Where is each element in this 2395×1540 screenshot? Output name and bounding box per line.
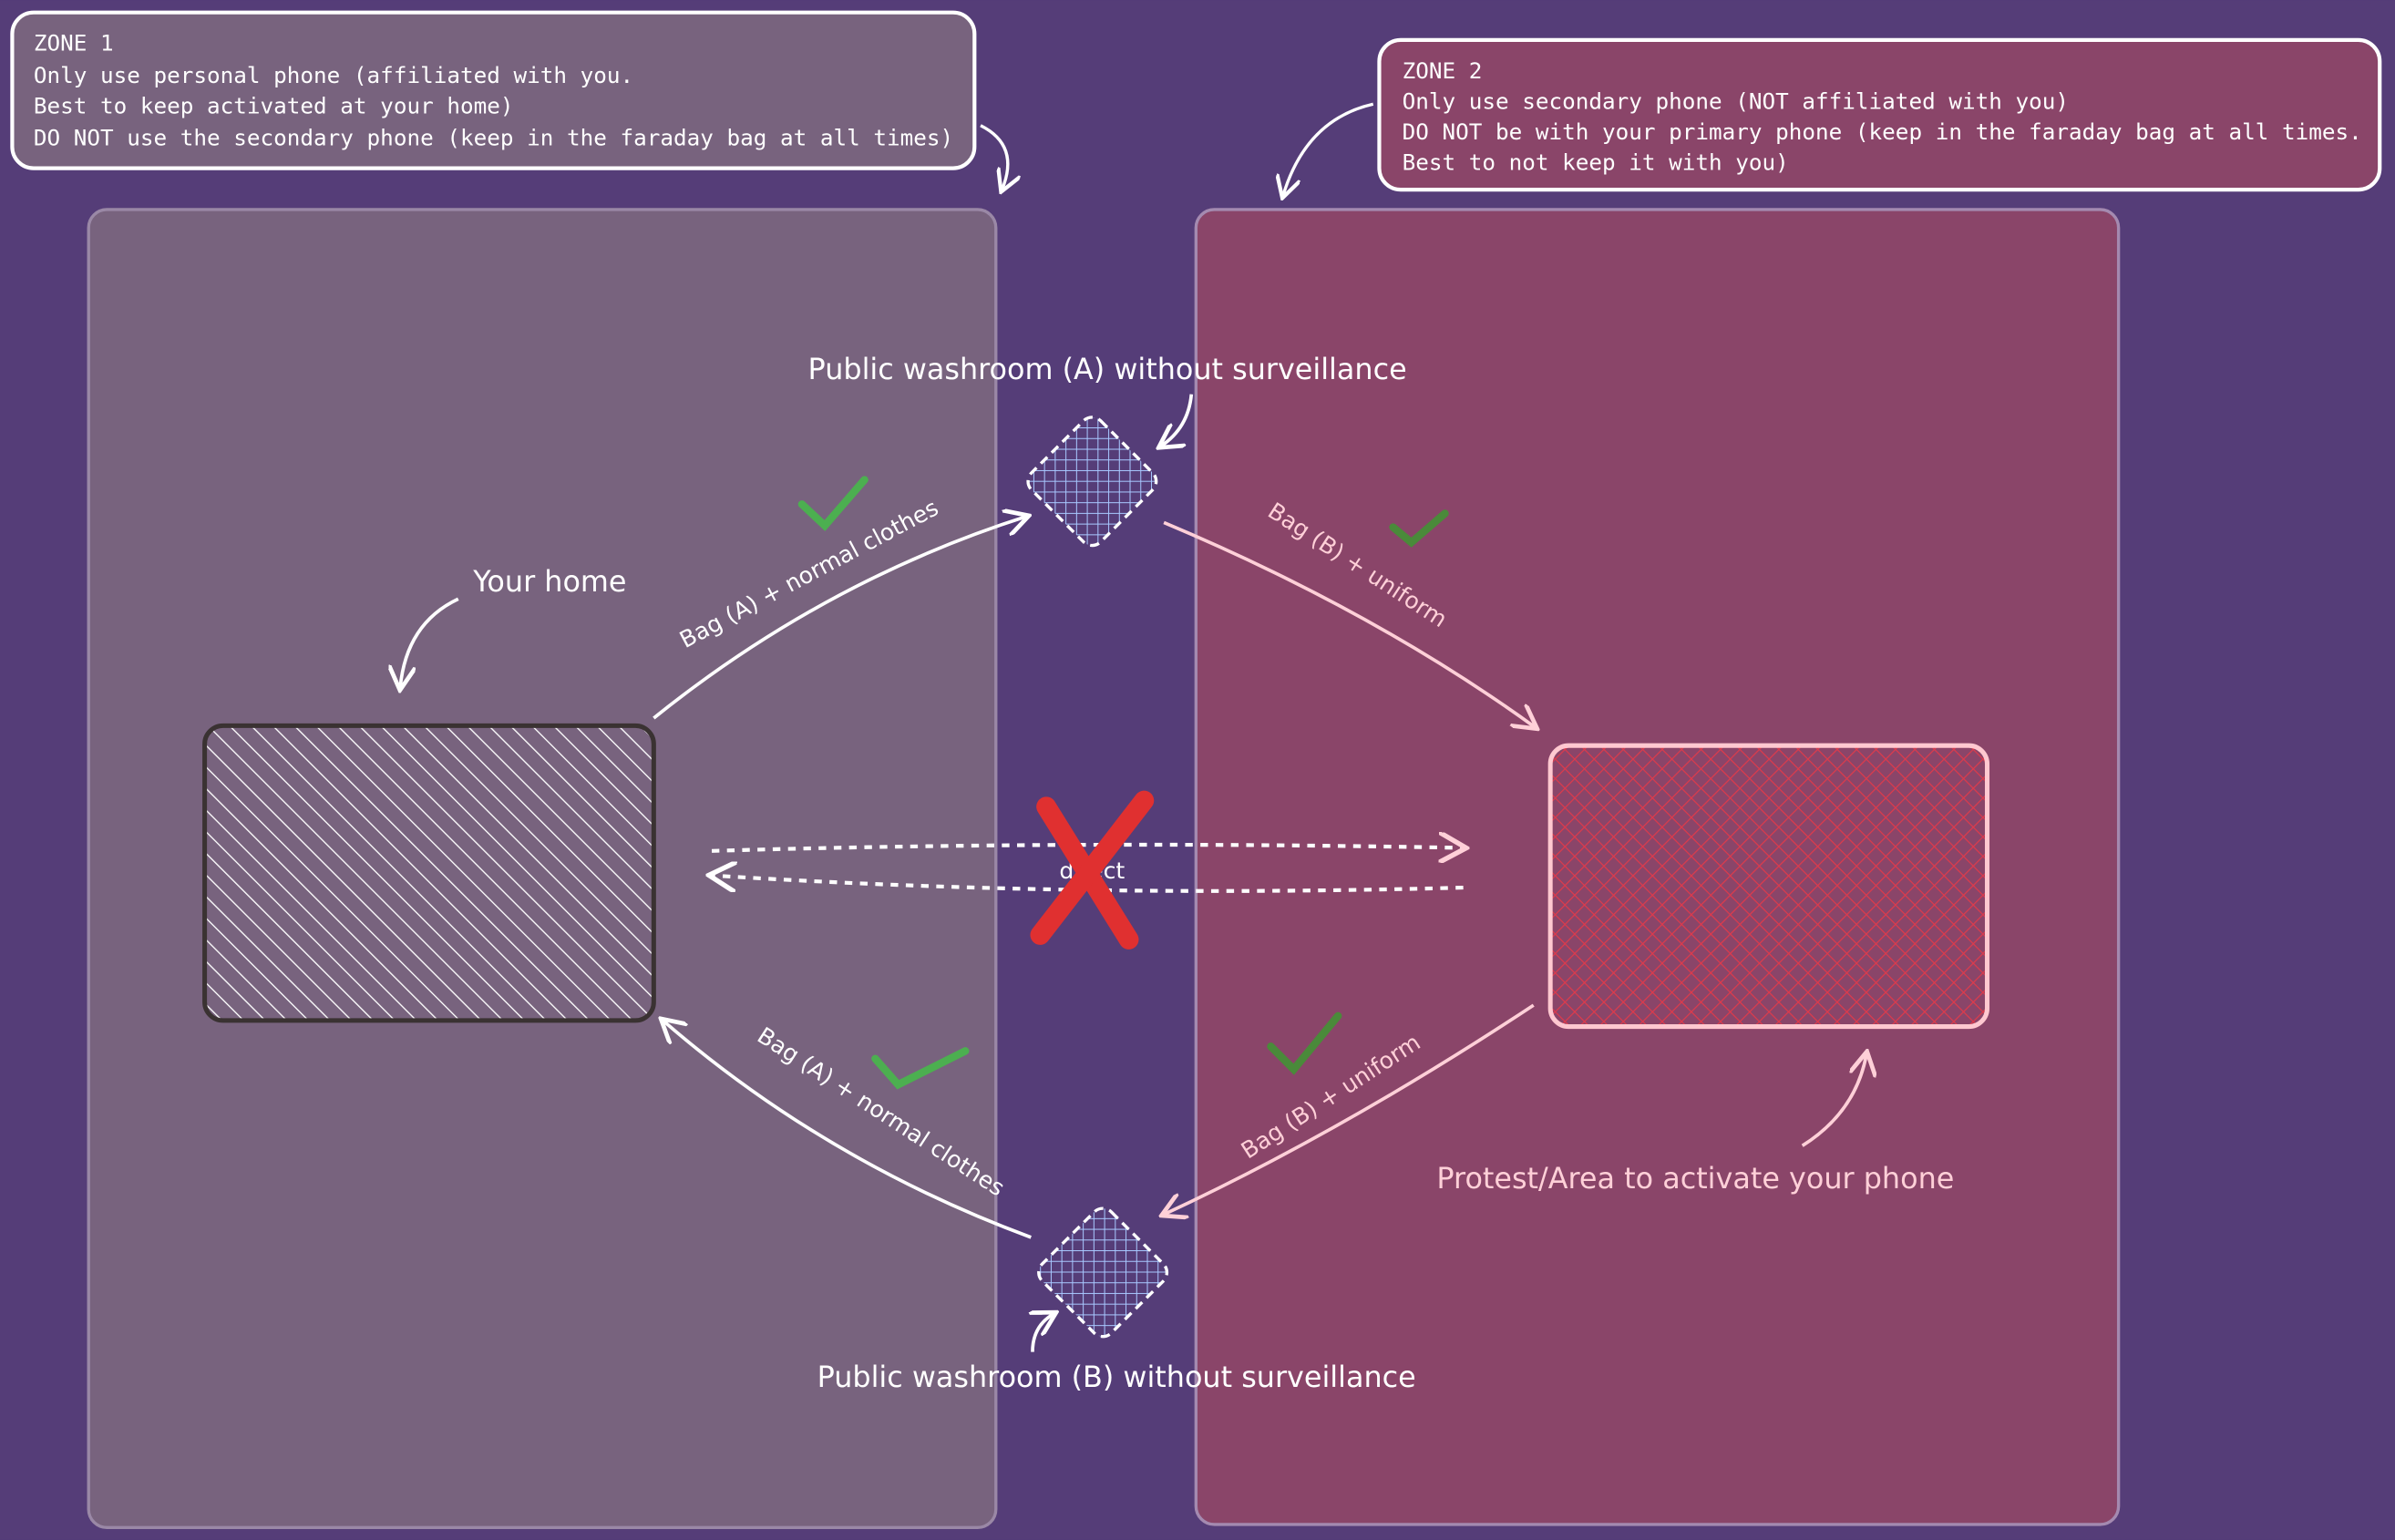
zone-2-pointer-arrow	[1283, 102, 1374, 196]
zone-1-note: ZONE 1 Only use personal phone (affiliat…	[10, 10, 1008, 190]
check-icon	[1389, 509, 1449, 548]
zone-2-note: ZONE 2 Only use secondary phone (NOT aff…	[1283, 37, 2382, 196]
check-icon	[797, 476, 869, 531]
zone-1-pointer-arrow	[980, 124, 1008, 190]
zone-2-line: DO NOT be with your primary phone (keep …	[1403, 118, 2362, 145]
zone-2-line: Only use secondary phone (NOT affiliated…	[1403, 87, 2069, 114]
cross-x-icon	[1030, 790, 1155, 950]
washroom-b-pointer-arrow	[1033, 1314, 1054, 1352]
arrow-washroom-b-to-home	[663, 1021, 1032, 1239]
home-label: Your home	[472, 564, 626, 599]
zone-1-line: DO NOT use the secondary phone (keep in …	[34, 125, 953, 151]
zone-1-line: Best to keep activated at your home)	[34, 92, 514, 118]
protest-pointer-arrow	[1801, 1054, 1866, 1147]
protest-box	[1547, 743, 1990, 1030]
check-icon	[1267, 1011, 1342, 1075]
check-icon	[871, 1047, 970, 1090]
zone-2-title: ZONE 2	[1403, 57, 1483, 84]
washroom-a-pointer-arrow	[1161, 394, 1194, 447]
arrow-washroom-a-to-protest	[1163, 520, 1535, 727]
washroom-b-diamond	[1037, 1206, 1169, 1339]
arrow-protest-to-washroom-b	[1164, 1003, 1535, 1215]
home-box	[202, 723, 656, 1023]
zone-1-line: Only use personal phone (affiliated with…	[34, 62, 633, 88]
protest-label: Protest/Area to activate your phone	[1436, 1161, 1954, 1196]
washroom-a-label: Public washroom (A) without surveillance	[808, 352, 1407, 386]
home-pointer-arrow	[400, 597, 459, 687]
washroom-b-label: Public washroom (B) without surveillance	[817, 1360, 1416, 1394]
zone-1-title: ZONE 1	[34, 30, 114, 56]
zone-2-line: Best to not keep it with you)	[1403, 149, 1789, 175]
washroom-a-diamond	[1026, 416, 1158, 548]
arrow-home-to-washroom-a	[653, 517, 1026, 720]
